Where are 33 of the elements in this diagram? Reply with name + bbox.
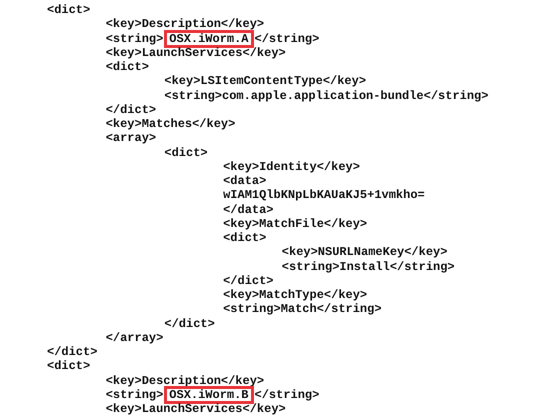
code-text: <string>Match</string> (223, 302, 382, 316)
code-text: <key>NSURLNameKey</key> (282, 245, 448, 260)
code-text: <key>Identity</key> (223, 160, 360, 174)
code-text: </array> (106, 330, 164, 345)
code-text: <string>Install</string> (282, 260, 455, 274)
code-text: </dict> (47, 345, 98, 359)
highlight-box: OSX.iWorm.B (164, 386, 254, 404)
code-text: wIAM1QlbKNpLbKAUaKJ5+1vmkho= (223, 188, 425, 202)
code-text: <key>MatchType</key> (223, 288, 368, 302)
code-text: <key>LSItemContentType</key> (164, 74, 366, 88)
code-text: <key>Matches</key> (106, 117, 236, 131)
code-text: <data> (223, 174, 266, 188)
code-text: <key>Description</key> (106, 374, 264, 388)
code-text: <dict> (164, 146, 208, 160)
code-text: </data> (223, 202, 274, 216)
code-text: <array> (106, 131, 156, 146)
code-text: <dict> (47, 3, 90, 17)
code-text: <key>LaunchServices</key> (106, 46, 286, 60)
code-text: <key>Description</key> (106, 17, 264, 32)
code-text: <string>com.apple.application-bundle</string> (164, 88, 488, 102)
code-text: <dict> (106, 60, 149, 74)
code-text: <string> (106, 388, 164, 402)
code-text: <dict> (47, 359, 90, 374)
highlight-box: OSX.iWorm.A (164, 30, 254, 48)
code-text: <dict> (223, 231, 266, 245)
code-text: </string> (254, 32, 320, 46)
code-text: </dict> (164, 316, 215, 330)
code-text: <key>MatchFile</key> (223, 216, 368, 231)
code-text: </dict> (223, 274, 274, 288)
code-text: </dict> (106, 102, 156, 117)
code-text: <string> (106, 32, 164, 46)
code-text: <key>LaunchServices</key> (106, 402, 286, 416)
code-text: </string> (254, 388, 320, 402)
